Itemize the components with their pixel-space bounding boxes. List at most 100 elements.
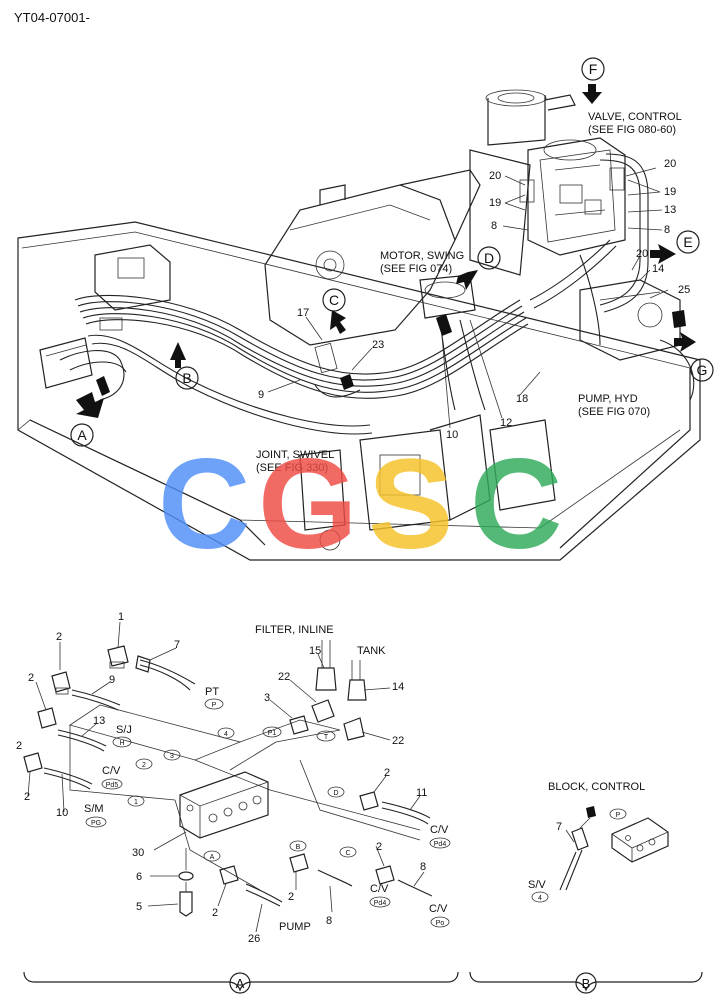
- callout-arrow-B: [170, 342, 186, 368]
- svg-text:G: G: [697, 362, 708, 378]
- lower-part-2-upper-right: 2: [376, 841, 382, 853]
- label-pump: PUMP: [279, 921, 311, 933]
- svg-text:G: G: [258, 433, 358, 576]
- upper-part-8-right: 8: [664, 224, 670, 236]
- svg-text:F: F: [589, 61, 598, 77]
- label-joint-swivel: JOINT, SWIVEL: [256, 449, 334, 461]
- port-tag-block-4: 4: [531, 891, 549, 903]
- callout-arrow-F: [582, 84, 602, 104]
- svg-text:1: 1: [134, 799, 138, 806]
- lower-part-26: 26: [248, 933, 260, 945]
- upper-part-12: 12: [500, 417, 512, 429]
- label-cv-pd4-a: C/V: [430, 824, 449, 836]
- svg-text:A: A: [77, 427, 87, 443]
- port-tag-Pd4-b: Pd4: [369, 896, 391, 908]
- lower-part-7-detail-B: 7: [556, 821, 562, 833]
- port-tag-P1: P1: [262, 726, 282, 738]
- lower-part-22-right: 22: [392, 735, 404, 747]
- lower-part-2-pump: 2: [212, 907, 218, 919]
- label-block-control: BLOCK, CONTROL: [548, 781, 645, 793]
- label-tank: TANK: [357, 645, 386, 657]
- port-tag-T: T: [316, 730, 336, 742]
- upper-part-23: 23: [372, 339, 384, 351]
- label-pump-hyd: PUMP, HYD: [578, 393, 638, 405]
- label-pump-hyd-ref: (SEE FIG 070): [578, 406, 650, 418]
- svg-text:P1: P1: [268, 730, 277, 737]
- port-tag-Pd5: Pd5: [101, 778, 123, 790]
- svg-text:A: A: [210, 854, 215, 861]
- svg-text:3: 3: [170, 753, 174, 760]
- lower-part-15: 15: [309, 645, 321, 657]
- svg-text:C: C: [470, 433, 562, 576]
- lower-part-2-bottom: 2: [24, 791, 30, 803]
- upper-part-18: 18: [516, 393, 528, 405]
- callout-circle-C: C: [322, 288, 346, 312]
- lower-part-7: 7: [174, 639, 180, 651]
- svg-text:D: D: [333, 790, 338, 797]
- upper-part-8-left: 8: [491, 220, 497, 232]
- upper-part-19-left: 19: [489, 197, 501, 209]
- svg-text:D: D: [484, 250, 494, 266]
- label-filter-inline: FILTER, INLINE: [255, 624, 334, 636]
- upper-part-20-lower: 20: [636, 248, 648, 260]
- svg-text:Po: Po: [436, 920, 445, 927]
- label-cv-pd4-b: C/V: [370, 883, 389, 895]
- svg-text:2: 2: [142, 762, 146, 769]
- svg-text:P: P: [616, 812, 621, 819]
- lower-part-22-left: 22: [278, 671, 290, 683]
- label-sv: S/V: [528, 879, 546, 891]
- svg-text:A: A: [236, 976, 245, 991]
- label-joint-swivel-ref: (SEE FIG 330): [256, 462, 328, 474]
- upper-part-20-right: 20: [664, 158, 676, 170]
- callout-arrow-A: [76, 392, 104, 418]
- port-tag-PG: PG: [85, 816, 107, 828]
- label-motor-swing-ref: (SEE FIG 074): [380, 263, 452, 275]
- lower-part-2-right: 2: [384, 767, 390, 779]
- port-tag-4: 4: [217, 727, 235, 739]
- upper-part-17: 17: [297, 307, 309, 319]
- svg-text:H: H: [119, 740, 124, 747]
- callout-circle-E: E: [676, 230, 700, 254]
- lower-part-8-right: 8: [420, 861, 426, 873]
- label-cv-left: C/V: [102, 765, 121, 777]
- svg-text:E: E: [683, 234, 692, 250]
- svg-text:PG: PG: [91, 820, 101, 827]
- port-tag-D: D: [327, 786, 345, 798]
- port-tag-P: P: [204, 698, 224, 710]
- upper-assembly-illustration: [17, 89, 701, 561]
- port-tag-H: H: [112, 736, 132, 748]
- svg-text:4: 4: [538, 895, 542, 902]
- svg-text:Pd4: Pd4: [374, 900, 387, 907]
- callout-arrow-C: [330, 310, 346, 334]
- callout-arrow-D: [456, 270, 478, 290]
- svg-text:4: 4: [224, 731, 228, 738]
- callout-circle-F: F: [581, 57, 605, 81]
- svg-text:B: B: [296, 844, 301, 851]
- port-tag-Pd4-a: Pd4: [429, 837, 451, 849]
- lower-part-8-mid: 8: [326, 915, 332, 927]
- lower-part-2-mid-right: 2: [288, 891, 294, 903]
- document-id: YT04-07001-: [14, 10, 90, 25]
- port-tag-Po: Po: [430, 916, 450, 928]
- callout-arrow-E: [650, 244, 676, 264]
- lower-part-10: 10: [56, 807, 68, 819]
- svg-text:B: B: [182, 370, 191, 386]
- upper-part-14: 14: [652, 263, 664, 275]
- upper-part-13: 13: [664, 204, 676, 216]
- label-pt: PT: [205, 686, 219, 698]
- lower-part-13: 13: [93, 715, 105, 727]
- detail-A-exploded-view: [23, 640, 433, 917]
- label-cv-po: C/V: [429, 903, 448, 915]
- lower-part-30: 30: [132, 847, 144, 859]
- port-tag-B: B: [289, 840, 307, 852]
- label-motor-swing: MOTOR, SWING: [380, 250, 464, 262]
- detail-B-control-block: BLOCK, CONTROL 7 S/V P 4: [528, 781, 669, 903]
- callout-arrow-G: [674, 332, 696, 352]
- svg-text:C: C: [329, 292, 339, 308]
- upper-part-19-right: 19: [664, 186, 676, 198]
- lower-part-1: 1: [118, 611, 124, 623]
- callout-circle-D: D: [477, 246, 501, 270]
- lower-part-2-low: 2: [16, 740, 22, 752]
- upper-part-25: 25: [678, 284, 690, 296]
- cgsc-watermark-logo: C G S C: [158, 433, 562, 576]
